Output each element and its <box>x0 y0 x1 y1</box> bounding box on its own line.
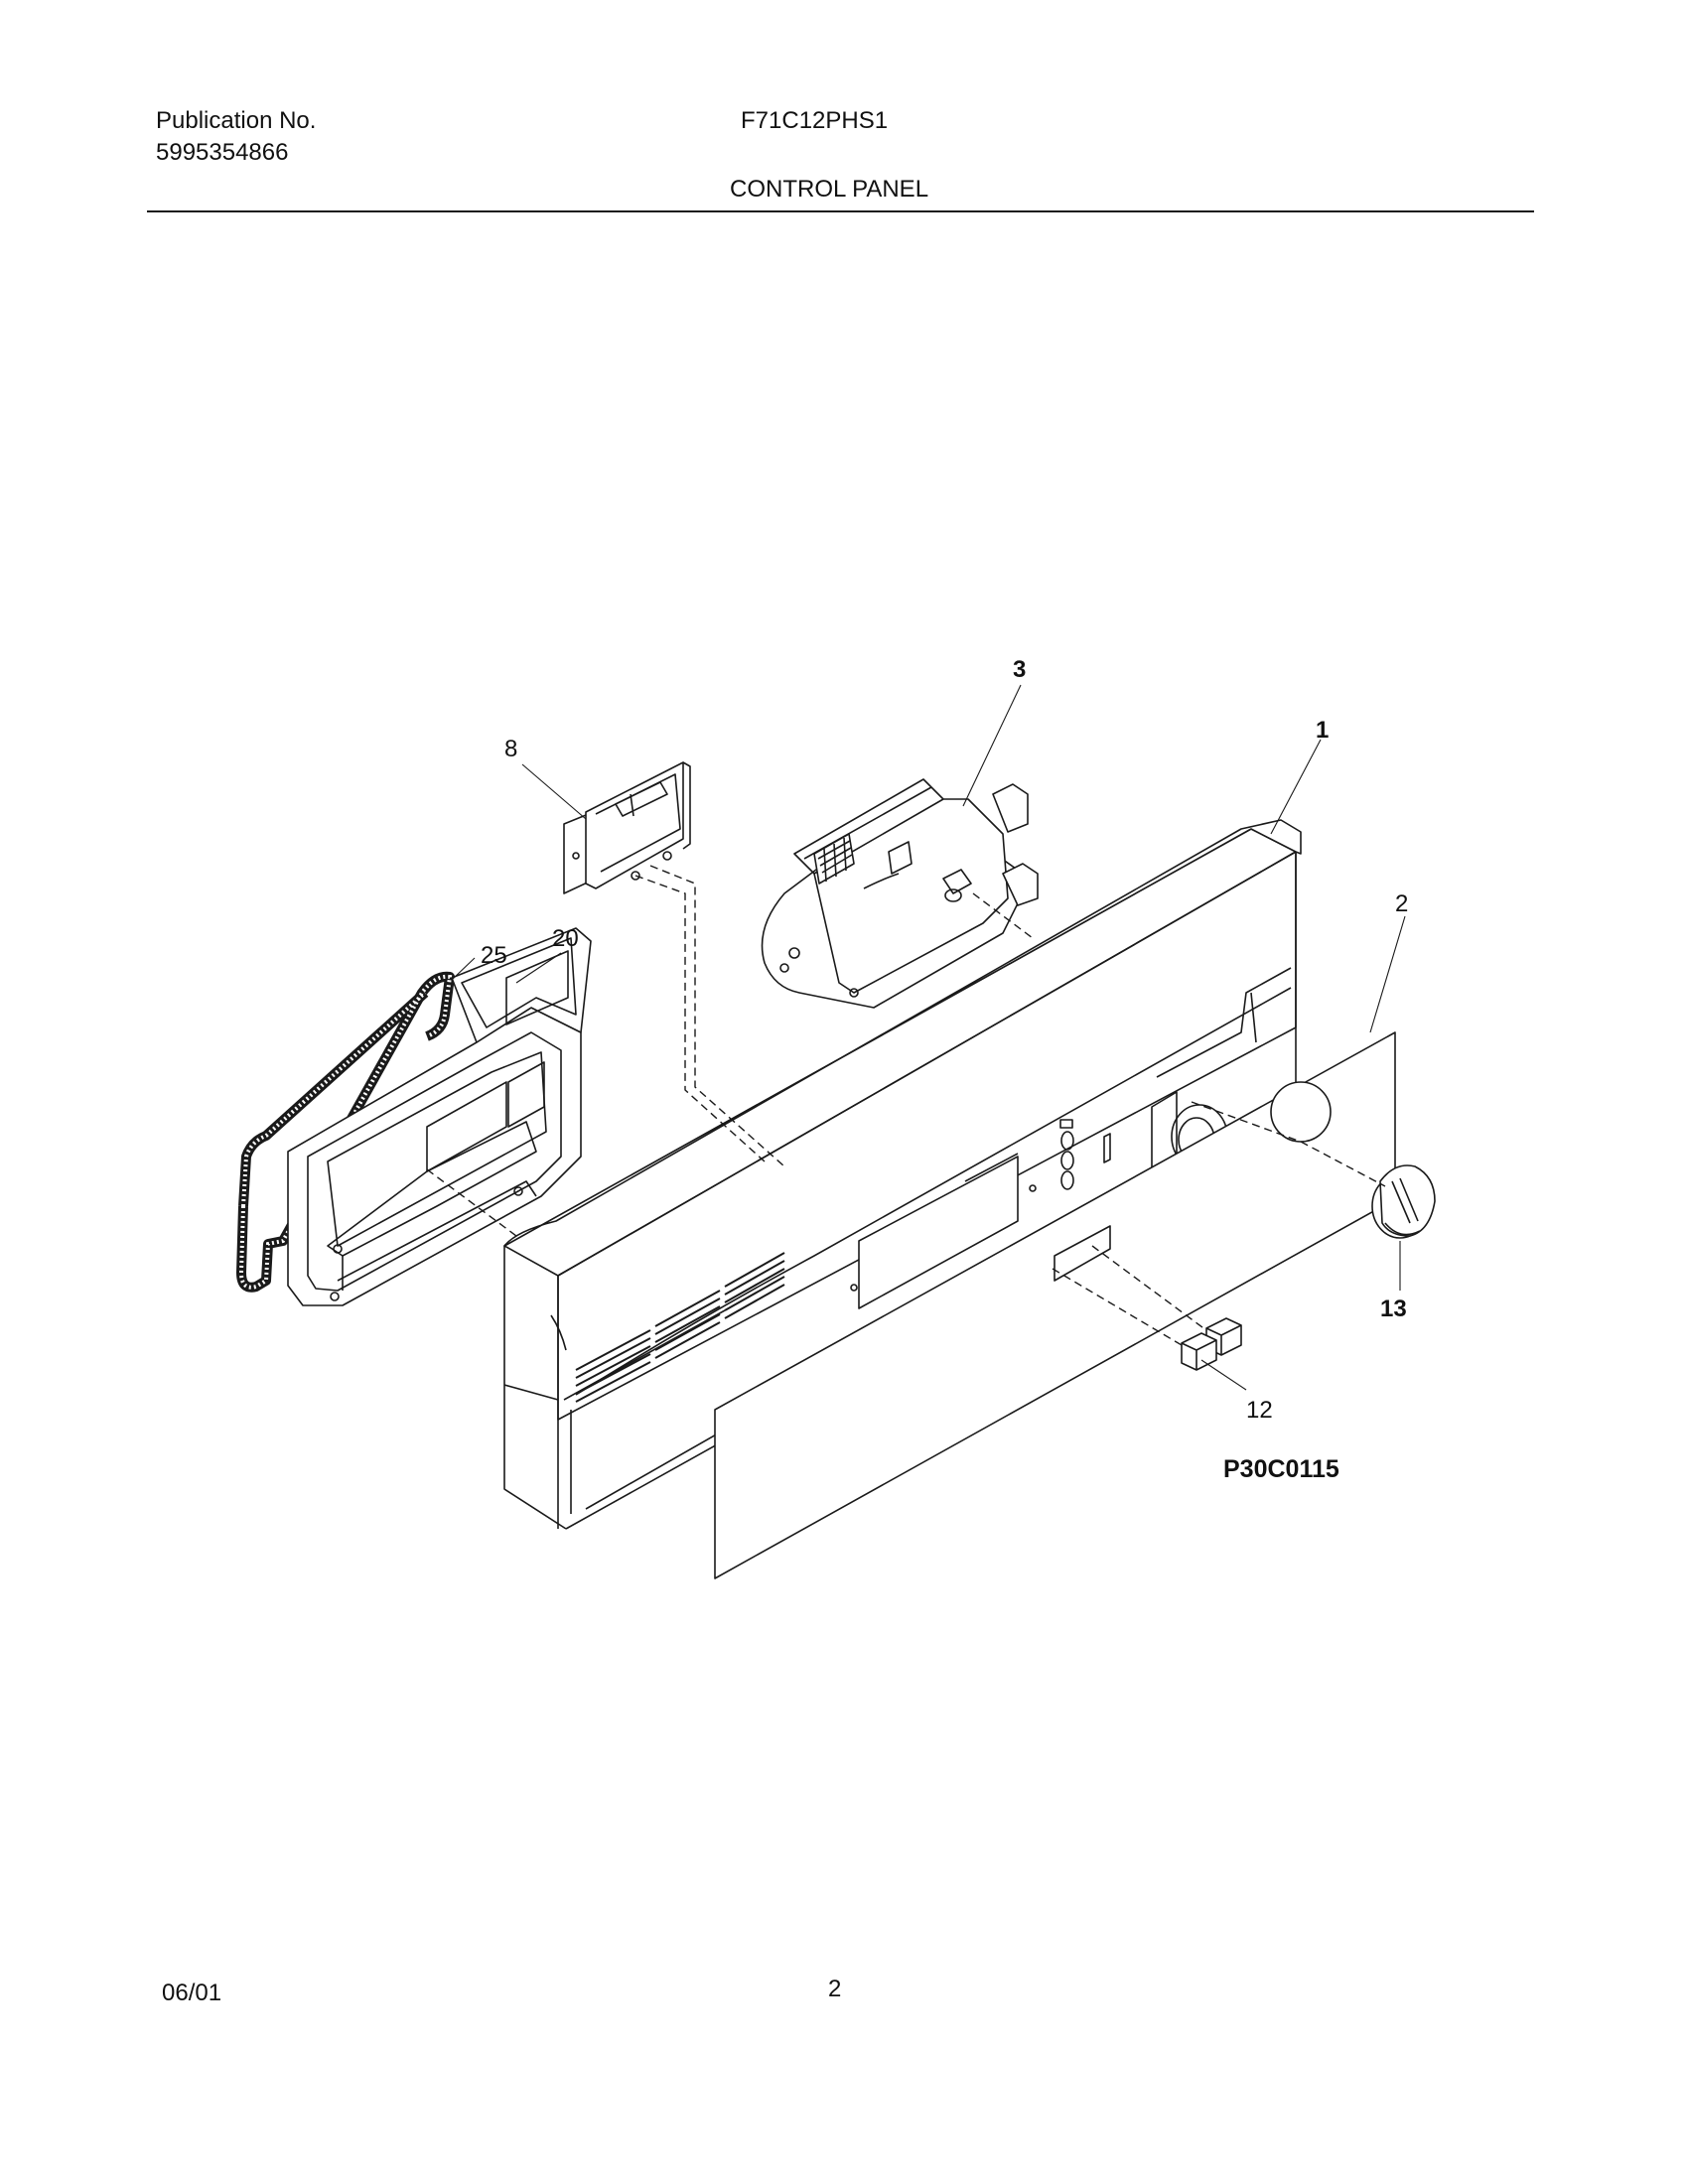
overlay-panel-2 <box>714 1031 1396 1579</box>
console-1 <box>503 819 1302 1530</box>
header-divider <box>147 210 1534 212</box>
callout-8: 8 <box>504 736 517 762</box>
callout-12: 12 <box>1246 1397 1273 1424</box>
callout-20: 20 <box>552 925 579 952</box>
console-vents <box>575 1252 785 1403</box>
gasket-25 <box>236 971 455 1293</box>
callout-3: 3 <box>1013 656 1026 683</box>
assembly-dashed-lines <box>426 865 1386 1346</box>
knob-13 <box>1371 1164 1436 1239</box>
page-number: 2 <box>828 1976 842 2002</box>
callout-1: 1 <box>1316 717 1329 744</box>
publication-number: 5995354866 <box>156 139 289 166</box>
model-number: F71C12PHS1 <box>741 107 889 134</box>
leader-lines <box>451 684 1406 1391</box>
buttons-12 <box>1181 1317 1242 1371</box>
footer-date: 06/01 <box>162 1979 222 2006</box>
publication-label: Publication No. <box>156 107 317 134</box>
callout-25: 25 <box>481 942 507 969</box>
section-title: CONTROL PANEL <box>730 176 929 203</box>
switch-8 <box>563 761 691 894</box>
callout-2: 2 <box>1395 890 1408 917</box>
callout-13: 13 <box>1380 1296 1407 1322</box>
figure-reference: P30C0115 <box>1223 1455 1339 1483</box>
